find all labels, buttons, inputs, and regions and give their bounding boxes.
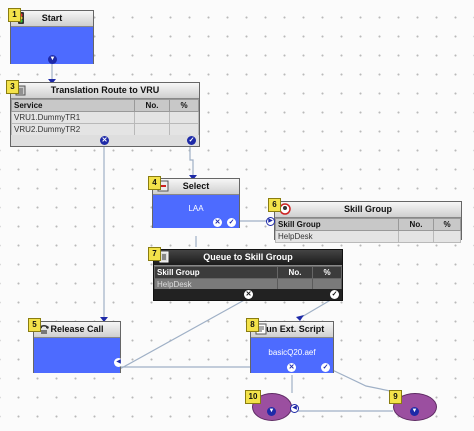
service-cell: VRU2.DummyTR2 [11,123,135,136]
translation-route-node[interactable]: Translation Route to VRU Service No. % V… [10,82,200,147]
success-connector[interactable]: ✓ [227,218,236,227]
percent-cell [169,111,199,124]
translation-title-text: Translation Route to VRU [50,85,160,95]
select-node-title: Select [153,179,239,195]
skill-group-node[interactable]: Skill Group Skill Group No. % HelpDesk [274,201,462,243]
percent-cell [169,123,199,136]
translation-node-footer: ✕ ✓ [11,135,199,146]
queue-to-skill-group-node[interactable]: Queue to Skill Group Skill Group No. % H… [153,249,343,301]
node-number-badge: 4 [148,176,161,190]
queue-skill-group-table: Skill Group No. % HelpDesk [154,266,342,291]
table-row[interactable]: VRU1.DummyTR1 [11,111,199,124]
release-node-title: Release Call [34,322,120,338]
queue-node-title: Queue to Skill Group [154,250,342,266]
arrow-into-translation [48,79,56,84]
success-connector[interactable]: ✓ [330,290,339,299]
success-connector[interactable]: ✓ [187,136,196,145]
start-node-body: ▼ [11,27,93,64]
release-node-body: ◀ [34,338,123,373]
wire-queue-to-release [117,297,249,371]
release-title-text: Release Call [50,324,104,334]
error-connector[interactable]: ✕ [287,363,296,372]
column-header-number: No. [398,218,434,231]
select-rule-label: LAA [188,204,204,213]
skill-group-title-text: Skill Group [343,204,392,214]
error-connector[interactable]: ✕ [244,290,253,299]
error-connector[interactable]: ✕ [213,218,222,227]
node-number-badge: 8 [246,318,259,332]
table-row[interactable]: HelpDesk [275,230,461,243]
service-cell: VRU1.DummyTR1 [11,111,135,124]
service-table: Service No. % VRU1.DummyTR1 VRU2.DummyTR… [11,99,199,136]
script-name-label: basicQ20.aef [268,348,316,357]
percent-cell [433,230,461,243]
node-number-badge: 7 [148,247,161,261]
end-node-connector[interactable]: ▼ [410,407,419,416]
column-header-service: Service [11,99,135,112]
select-node-body: LAA ✕ ✓ [153,195,239,228]
column-header-percent: % [312,266,342,279]
node-number-badge: 6 [268,198,281,212]
arrow-into-select [189,175,197,180]
node-number-badge: 3 [6,80,19,94]
release-call-node[interactable]: Release Call ◀ [33,321,123,373]
number-cell [134,123,170,136]
column-header-skill-group: Skill Group [275,218,399,231]
skill-group-table: Skill Group No. % HelpDesk [275,218,461,243]
error-connector[interactable]: ✕ [100,136,109,145]
start-title-text: Start [41,13,63,23]
node-number-badge: 10 [245,390,261,404]
wire-runscript-to-node9 [325,366,401,394]
run-script-node-body: basicQ20.aef ✕ ✓ [251,338,333,373]
queue-icon [158,251,170,263]
node-10-input-connector[interactable]: ◀ [290,404,299,413]
wire-queue-to-runscript [299,297,335,319]
end-node-connector[interactable]: ▼ [267,407,276,416]
run-ext-script-node[interactable]: Run Ext. Script basicQ20.aef ✕ ✓ [250,321,334,373]
node-number-badge: 9 [389,390,402,404]
column-header-number: No. [277,266,313,279]
skill-group-input-connector[interactable]: ▶ [266,217,275,226]
input-connector[interactable]: ◀ [114,358,123,367]
column-header-percent: % [433,218,461,231]
wire-translation-to-select [189,147,194,176]
start-output-connector[interactable]: ▼ [48,55,57,64]
select-node[interactable]: Select LAA ✕ ✓ [152,178,240,228]
arrow-into-release [100,317,108,322]
number-cell [134,111,170,124]
number-cell [398,230,434,243]
translation-node-title: Translation Route to VRU [11,83,199,99]
skill-group-node-title: Skill Group [275,202,461,218]
queue-node-footer: ✕ ✓ [154,289,342,300]
select-title-text: Select [182,181,210,191]
telephone-icon [38,323,50,335]
table-row[interactable]: VRU2.DummyTR2 [11,123,199,136]
column-header-percent: % [169,99,199,112]
run-script-title-text: Run Ext. Script [259,324,325,334]
start-node[interactable]: Start ▼ [10,10,94,64]
arrow-into-runscript [296,315,304,321]
node-number-badge: 5 [28,318,41,332]
success-connector[interactable]: ✓ [321,363,330,372]
skill-group-cell: HelpDesk [275,230,399,243]
queue-title-text: Queue to Skill Group [203,252,293,262]
node-number-badge: 1 [8,8,21,22]
column-header-skill-group: Skill Group [154,266,278,279]
run-script-node-title: Run Ext. Script [251,322,333,338]
column-header-number: No. [134,99,170,112]
start-node-title: Start [11,11,93,27]
